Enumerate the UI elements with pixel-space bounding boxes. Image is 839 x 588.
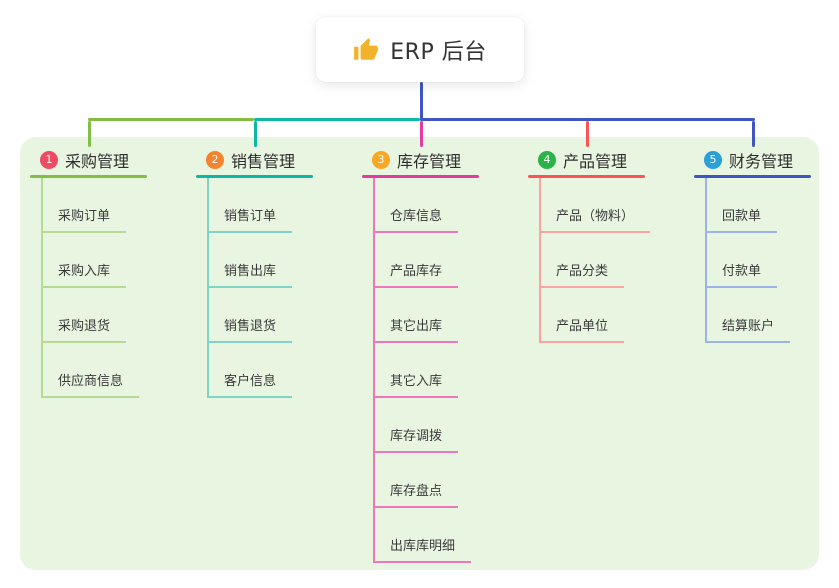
child-node[interactable]: 回款单	[707, 178, 839, 233]
branch-underline	[528, 175, 645, 178]
branch-children: 销售订单 销售出库 销售退货 客户信息	[207, 178, 361, 398]
branch-header[interactable]: 1 采购管理	[30, 148, 195, 172]
child-node-label: 客户信息	[209, 370, 293, 398]
child-node-label: 仓库信息	[375, 205, 459, 233]
branch-drop-line-1	[87, 121, 91, 147]
branch-4: 4 产品管理 产品（物料） 产品分类 产品单位	[528, 148, 693, 343]
child-node[interactable]: 销售订单	[209, 178, 361, 233]
child-node[interactable]: 销售出库	[209, 233, 361, 288]
branch-1: 1 采购管理 采购订单 采购入库 采购退货 供应商信息	[30, 148, 195, 398]
branch-underline	[362, 175, 479, 178]
connector-segment-teal	[253, 118, 420, 121]
child-node[interactable]: 库存调拨	[375, 398, 527, 453]
branch-3: 3 库存管理 仓库信息 产品库存 其它出库 其它入库 库存调拨 库存盘点 出库库…	[362, 148, 527, 563]
child-node-label: 产品（物料）	[541, 205, 651, 233]
connector-segment-blue	[419, 118, 755, 121]
child-node[interactable]: 客户信息	[209, 343, 361, 398]
thumbs-up-icon	[353, 37, 379, 63]
branch-children: 回款单 付款单 结算账户	[705, 178, 839, 343]
child-node[interactable]: 库存盘点	[375, 453, 527, 508]
child-node-label: 销售订单	[209, 205, 293, 233]
child-node-label: 结算账户	[707, 315, 791, 343]
branch-number-badge: 1	[40, 151, 58, 169]
root-node[interactable]: ERP 后台	[316, 17, 524, 82]
child-node[interactable]: 供应商信息	[43, 343, 195, 398]
child-node-label: 供应商信息	[43, 370, 140, 398]
child-node[interactable]: 产品分类	[541, 233, 693, 288]
branch-children: 采购订单 采购入库 采购退货 供应商信息	[41, 178, 195, 398]
branch-children: 仓库信息 产品库存 其它出库 其它入库 库存调拨 库存盘点 出库库明细	[373, 178, 527, 563]
child-node-label: 其它出库	[375, 315, 459, 343]
child-node-label: 采购退货	[43, 315, 127, 343]
child-node-label: 库存调拨	[375, 425, 459, 453]
child-node-label: 其它入库	[375, 370, 459, 398]
root-node-label: ERP 后台	[390, 39, 487, 65]
child-node[interactable]: 采购订单	[43, 178, 195, 233]
child-node-label: 库存盘点	[375, 480, 459, 508]
child-node-label: 采购订单	[43, 205, 127, 233]
child-node[interactable]: 产品（物料）	[541, 178, 693, 233]
child-node[interactable]: 产品单位	[541, 288, 693, 343]
branch-number-badge: 2	[206, 151, 224, 169]
branch-header[interactable]: 4 产品管理	[528, 148, 693, 172]
child-node-label: 销售退货	[209, 315, 293, 343]
branch-5: 5 财务管理 回款单 付款单 结算账户	[694, 148, 839, 343]
child-node[interactable]: 其它入库	[375, 343, 527, 398]
branch-children: 产品（物料） 产品分类 产品单位	[539, 178, 693, 343]
branch-drop-line-5	[751, 121, 755, 147]
branch-title: 财务管理	[729, 152, 794, 171]
branch-2: 2 销售管理 销售订单 销售出库 销售退货 客户信息	[196, 148, 361, 398]
branch-number-badge: 5	[704, 151, 722, 169]
child-node-label: 出库库明细	[375, 535, 472, 563]
child-node[interactable]: 产品库存	[375, 233, 527, 288]
child-node-label: 销售出库	[209, 260, 293, 288]
branch-title: 销售管理	[231, 152, 296, 171]
root-stem-line	[419, 82, 423, 121]
child-node[interactable]: 付款单	[707, 233, 839, 288]
branch-underline	[30, 175, 147, 178]
child-node[interactable]: 采购入库	[43, 233, 195, 288]
branch-header[interactable]: 2 销售管理	[196, 148, 361, 172]
branch-title: 库存管理	[397, 152, 462, 171]
child-node[interactable]: 出库库明细	[375, 508, 527, 563]
child-node[interactable]: 仓库信息	[375, 178, 527, 233]
branch-number-badge: 3	[372, 151, 390, 169]
branch-drop-line-2	[253, 121, 257, 147]
branch-title: 采购管理	[65, 152, 130, 171]
child-node-label: 产品库存	[375, 260, 459, 288]
branch-drop-line-4	[585, 121, 589, 147]
child-node[interactable]: 销售退货	[209, 288, 361, 343]
child-node-label: 采购入库	[43, 260, 127, 288]
branch-number-badge: 4	[538, 151, 556, 169]
branch-underline	[694, 175, 811, 178]
branch-drop-line-3	[419, 121, 423, 147]
child-node-label: 产品单位	[541, 315, 625, 343]
branch-header[interactable]: 5 财务管理	[694, 148, 839, 172]
child-node-label: 回款单	[707, 205, 778, 233]
branch-title: 产品管理	[563, 152, 628, 171]
branch-header[interactable]: 3 库存管理	[362, 148, 527, 172]
child-node-label: 产品分类	[541, 260, 625, 288]
connector-segment-green	[87, 118, 254, 121]
child-node[interactable]: 结算账户	[707, 288, 839, 343]
child-node-label: 付款单	[707, 260, 778, 288]
branch-underline	[196, 175, 313, 178]
branches-panel	[20, 137, 819, 570]
child-node[interactable]: 采购退货	[43, 288, 195, 343]
child-node[interactable]: 其它出库	[375, 288, 527, 343]
